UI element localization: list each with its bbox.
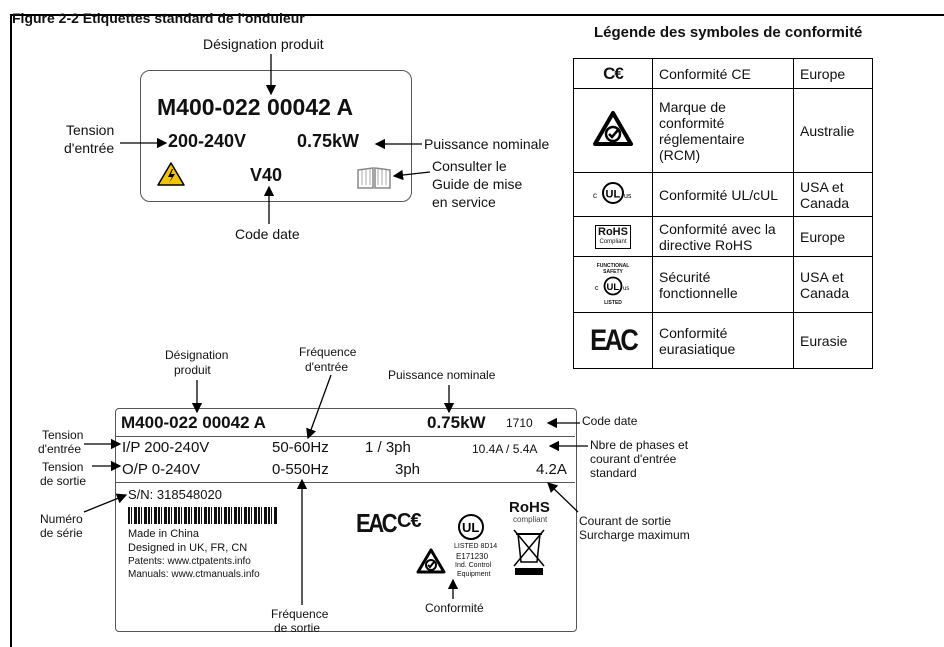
callout-conformite: Conformité [425, 601, 484, 615]
legend-row: EAC Conformité eurasiatique Eurasie [573, 312, 873, 369]
svg-text:UL: UL [462, 520, 479, 535]
legend-region: Australie [793, 88, 873, 173]
legend-desc: Conformité avec la directive RoHS [652, 216, 794, 257]
weee-bin-icon [512, 528, 546, 581]
legend-region: Europe [793, 216, 873, 257]
bottom-power: 0.75kW [427, 413, 486, 432]
ce-mark-icon: C€ [573, 58, 653, 89]
ul-ind-2: Equipment [457, 571, 491, 578]
legend-row: C€ Conformité CE Europe [573, 58, 873, 89]
top-voltage: 200-240V [168, 131, 247, 151]
svg-text:UL: UL [606, 189, 621, 201]
callout-tension-in: Tension [66, 122, 115, 138]
legend-region: Europe [793, 58, 873, 89]
rohs-mark-icon: RoHS Compliant [573, 216, 653, 257]
callout-tension-out-2: de sortie [40, 474, 87, 488]
legend-table: C€ Conformité CE Europe Marque de confor… [573, 58, 873, 369]
ul-listed: LISTED 8D14 [454, 543, 498, 550]
ip-phases: 1 / 3ph [365, 439, 411, 456]
op-phases: 3ph [395, 461, 421, 478]
svg-text:c: c [595, 285, 599, 292]
callout-designation: Désignation produit [203, 36, 324, 52]
callout-code-date: Code date [235, 226, 300, 242]
callout-tension-out-1: Tension [42, 460, 84, 474]
callout-freq-in-2: d'entrée [305, 360, 348, 374]
eac-mark-icon: EAC [356, 508, 398, 538]
bottom-designation: M400-022 00042 A [121, 413, 266, 432]
rcm-mark-icon [416, 548, 446, 579]
callout-phases-3: standard [590, 466, 637, 480]
svg-text:us: us [624, 193, 632, 200]
ip-voltage: I/P 200-240V [122, 439, 210, 456]
warning-icon [157, 162, 185, 191]
legend-desc: Conformité CE [652, 58, 794, 89]
rohs-compliant: compliant [513, 515, 548, 524]
legend-region: Eurasie [793, 312, 873, 369]
callout-tension-in-1: Tension [42, 428, 84, 442]
barcode [128, 507, 278, 524]
op-current: 4.2A [536, 461, 567, 478]
ip-current: 10.4A / 5.4A [472, 442, 538, 456]
callout-tension-in-2: d'entrée [38, 442, 81, 456]
callout-tension-in-2: d'entrée [64, 140, 115, 156]
top-power: 0.75kW [297, 131, 360, 151]
bottom-date-code: 1710 [506, 416, 533, 430]
legend-row: RoHS Compliant Conformité avec la direct… [573, 216, 873, 257]
legend-row: FUNCTIONAL SAFETY c UL us LISTED Sécurit… [573, 256, 873, 313]
functional-safety-mark-icon: FUNCTIONAL SAFETY c UL us LISTED [573, 256, 653, 313]
ce-mark-icon: C€ [397, 510, 422, 532]
op-voltage: O/P 0-240V [122, 461, 201, 478]
legend-desc: Sécurité fonctionnelle [652, 256, 794, 313]
svg-text:c: c [593, 191, 597, 200]
callout-freq-out-2: de sortie [274, 621, 321, 635]
callout-freq-in-1: Fréquence [299, 345, 357, 359]
callout-consult-2: Guide de mise [432, 176, 523, 192]
legend-desc: Conformité UL/cUL [652, 172, 794, 217]
callout-consult-1: Consulter le [432, 158, 507, 174]
serial-number: S/N: 318548020 [128, 487, 222, 502]
callout-phases-2: courant d'entrée [590, 452, 677, 466]
ul-mark-icon: UL [456, 512, 486, 547]
top-designation: M400-022 00042 A [157, 94, 354, 120]
callout-consult-3: en service [432, 194, 496, 210]
figure-title: Figure 2-2 Etiquettes standard de l'ondu… [12, 10, 305, 26]
ul-number: E171230 [456, 552, 489, 561]
bottom-rating-label [115, 408, 577, 632]
callout-phases-1: Nbre de phases et [590, 438, 689, 452]
top-date-code: V40 [250, 165, 283, 185]
callout-puissance: Puissance nominale [424, 136, 550, 152]
book-icon [356, 166, 392, 195]
eac-mark-icon: EAC [573, 312, 653, 369]
callout-freq-out-1: Fréquence [271, 607, 329, 621]
legend-region: USA et Canada [793, 172, 873, 217]
callout-code-date: Code date [582, 414, 638, 428]
callout-courant-2: Surcharge maximum [579, 528, 690, 542]
legend-title: Légende des symboles de conformité [594, 24, 863, 41]
rohs-mark-icon: RoHS [509, 499, 550, 516]
callout-designation-2: produit [174, 363, 211, 377]
designed-in: Designed in UK, FR, CN [128, 542, 248, 554]
divider [115, 482, 575, 483]
figure-frame: Figure 2-2 Etiquettes standard de l'ondu… [10, 10, 944, 647]
ip-frequency: 50-60Hz [272, 439, 329, 456]
svg-text:us: us [623, 286, 629, 292]
ul-ind-1: Ind. Control [455, 562, 492, 569]
patents-url: Patents: www.ctpatents.info [128, 556, 251, 567]
callout-puissance: Puissance nominale [388, 368, 496, 382]
op-frequency: 0-550Hz [272, 461, 329, 478]
callout-designation-1: Désignation [165, 348, 229, 362]
svg-text:UL: UL [607, 282, 620, 293]
made-in: Made in China [128, 528, 199, 540]
manuals-url: Manuals: www.ctmanuals.info [128, 569, 260, 580]
legend-row: c UL us Conformité UL/cUL USA et Canada [573, 172, 873, 217]
divider [115, 436, 575, 437]
callout-serial-1: Numéro [40, 512, 83, 526]
callout-courant-1: Courant de sortie [579, 514, 672, 528]
callout-serial-2: de série [40, 526, 83, 540]
